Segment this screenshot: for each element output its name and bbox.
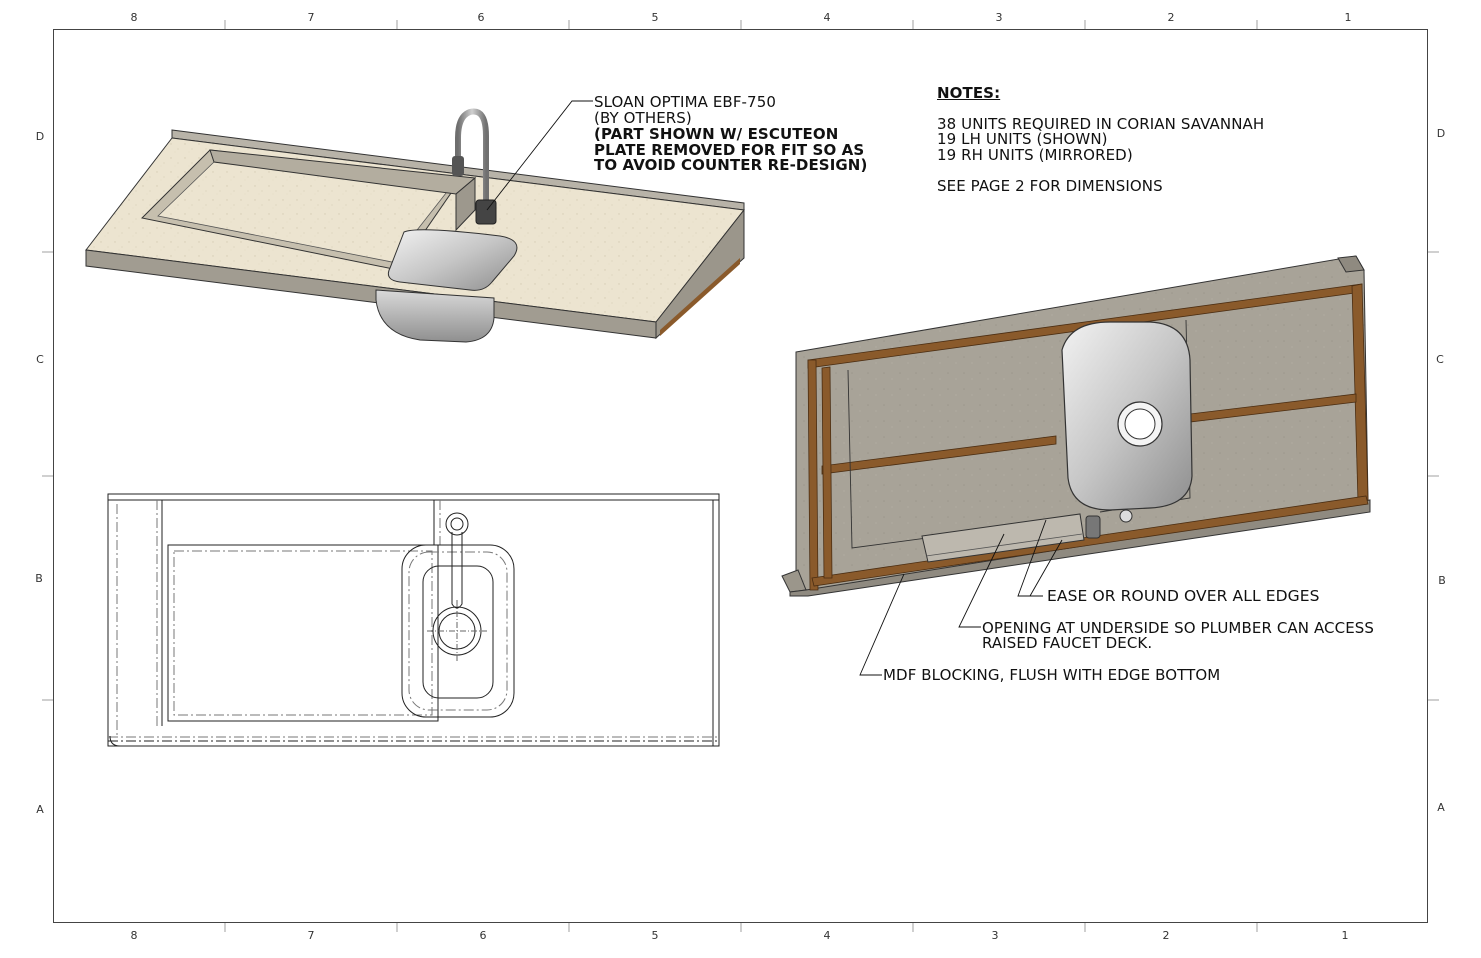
faucet-iso <box>455 108 489 213</box>
top-view <box>107 493 720 747</box>
faucet-callout-line4: PLATE REMOVED FOR FIT SO AS <box>594 141 865 159</box>
notes-line2: 19 LH UNITS (SHOWN) <box>937 130 1108 148</box>
zone-col-top-6: 6 <box>477 11 485 24</box>
faucet-callout-line5: TO AVOID COUNTER RE-DESIGN) <box>594 156 868 174</box>
zone-row-right-D: D <box>1436 127 1446 140</box>
isometric-counter-view <box>85 108 745 343</box>
counter-right-end <box>655 208 745 340</box>
zone-col-bottom-4: 4 <box>823 929 831 942</box>
faucet-callout-line1: SLOAN OPTIMA EBF-750 <box>594 93 776 111</box>
zone-ticks <box>42 20 1439 932</box>
zone-row-left-B: B <box>35 572 43 585</box>
zone-row-right-C: C <box>1436 353 1444 366</box>
zone-row-left-D: D <box>35 130 45 143</box>
zone-col-bottom-3: 3 <box>991 929 999 942</box>
zone-col-top-8: 8 <box>130 11 138 24</box>
notes-line4: SEE PAGE 2 FOR DIMENSIONS <box>937 177 1163 195</box>
edges-callout: EASE OR ROUND OVER ALL EDGES <box>1047 587 1320 605</box>
faucet-leader <box>486 100 593 211</box>
zone-col-bottom-2: 2 <box>1162 929 1170 942</box>
zone-col-top-2: 2 <box>1167 11 1175 24</box>
sink-opening-iso <box>387 229 518 291</box>
notes-line3: 19 RH UNITS (MIRRORED) <box>937 146 1133 164</box>
faucet-head <box>452 156 464 176</box>
zone-col-bottom-6: 6 <box>479 929 487 942</box>
faucet-sensor-body <box>475 199 497 225</box>
opening-callout-line1: OPENING AT UNDERSIDE SO PLUMBER CAN ACCE… <box>982 619 1375 637</box>
zone-col-top-4: 4 <box>823 11 831 24</box>
faucet-callout-line3: (PART SHOWN W/ ESCUTEON <box>594 125 839 143</box>
underside-view <box>781 255 1371 597</box>
zone-col-bottom-1: 1 <box>1341 929 1349 942</box>
zone-col-top-1: 1 <box>1344 11 1352 24</box>
zone-row-left-A: A <box>36 803 44 816</box>
callout-leaders <box>859 519 1063 676</box>
sheet-border <box>53 29 1428 923</box>
faucet-deck-front <box>455 176 476 232</box>
faucet-callout-line2: (BY OTHERS) <box>594 109 692 127</box>
opening-callout-line2: RAISED FAUCET DECK. <box>982 634 1153 652</box>
zone-col-bottom-7: 7 <box>307 929 315 942</box>
zone-col-top-3: 3 <box>995 11 1003 24</box>
zone-col-top-7: 7 <box>307 11 315 24</box>
zone-col-top-5: 5 <box>651 11 659 24</box>
zone-row-left-C: C <box>36 353 44 366</box>
mdf-strip-iso <box>660 258 740 336</box>
zone-col-bottom-5: 5 <box>651 929 659 942</box>
notes-title: NOTES: <box>937 84 1001 102</box>
mdf-callout: MDF BLOCKING, FLUSH WITH EDGE BOTTOM <box>883 666 1221 684</box>
zone-row-right-A: A <box>1437 801 1445 814</box>
zone-row-right-B: B <box>1438 574 1446 587</box>
sink-underside-iso <box>375 289 495 343</box>
zone-col-bottom-8: 8 <box>130 929 138 942</box>
underside-back-lip <box>1337 255 1365 273</box>
notes-line1: 38 UNITS REQUIRED IN CORIAN SAVANNAH <box>937 115 1265 133</box>
